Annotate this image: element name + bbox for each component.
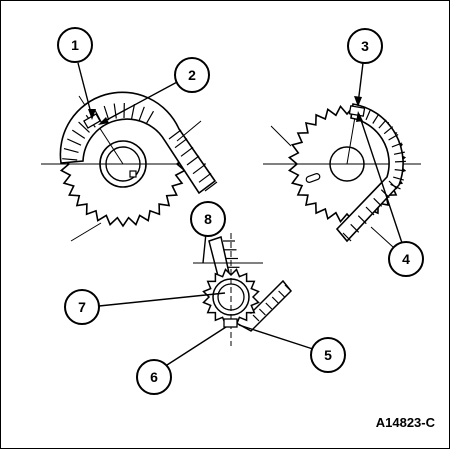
- callout-3-label: 3: [361, 38, 369, 54]
- callout-8: 8: [190, 201, 226, 237]
- chain-link: [278, 290, 286, 298]
- callout-markers: 1 2 3 4 5 6 7: [57, 27, 424, 395]
- chain-link: [372, 113, 380, 124]
- chain-link: [342, 232, 352, 242]
- chain-link: [383, 126, 394, 135]
- leader-6: [166, 326, 227, 366]
- callout-2: 2: [174, 57, 210, 93]
- chain-link: [71, 129, 86, 139]
- right-vertical-centerline: [346, 110, 357, 165]
- chain-link: [284, 284, 292, 292]
- chain-link: [365, 206, 375, 216]
- left-sprocket-keyway: [129, 170, 137, 178]
- crank-timing-mark-link: [223, 318, 238, 328]
- right-left-tick: [270, 125, 292, 147]
- chain-link: [390, 183, 401, 190]
- left-timing-chain: [59, 91, 218, 195]
- callout-5: 5: [310, 337, 346, 373]
- leader-4: [358, 113, 404, 247]
- callout-6-label: 6: [150, 369, 158, 385]
- leader-1: [77, 62, 93, 118]
- chain-link: [265, 302, 273, 310]
- callout-5-label: 5: [324, 347, 332, 363]
- leader-7: [98, 292, 226, 307]
- chain-link: [192, 164, 206, 175]
- left-lower-leader: [70, 222, 102, 242]
- chain-link: [393, 151, 405, 155]
- chain-link: [67, 138, 82, 146]
- right-sprocket-slot: [305, 173, 321, 183]
- leader-2: [100, 80, 180, 124]
- chain-link: [131, 103, 136, 119]
- chain-link: [145, 110, 155, 125]
- callout-7: 7: [64, 289, 100, 325]
- callout-8-label: 8: [204, 211, 212, 227]
- chain-link: [388, 180, 398, 190]
- right-chain-band: [335, 103, 404, 243]
- right-timing-mark-link: [348, 105, 366, 117]
- chain-link: [357, 215, 367, 225]
- callout-6: 6: [136, 359, 172, 395]
- callout-2-label: 2: [188, 67, 196, 83]
- arrow-1: [88, 109, 96, 120]
- callout-4-label: 4: [402, 251, 410, 267]
- callout-1: 1: [57, 27, 93, 63]
- chain-link: [204, 181, 218, 192]
- chain-link: [63, 148, 79, 153]
- chain-link: [391, 142, 403, 148]
- left-timing-mark-link: [83, 113, 101, 129]
- arrow-2: [98, 117, 109, 125]
- chain-link: [180, 146, 194, 157]
- chain-link: [103, 105, 110, 121]
- chain-link: [113, 103, 117, 119]
- chain-link: [198, 172, 212, 183]
- chain-link: [62, 158, 78, 161]
- callout-4: 4: [388, 241, 424, 277]
- chain-link: [393, 176, 404, 181]
- callout-7-label: 7: [78, 299, 86, 315]
- right-chain-guide-line: [370, 226, 394, 248]
- chain-link: [174, 138, 188, 149]
- arrow-4: [356, 111, 363, 122]
- chain-link: [252, 314, 260, 322]
- chain-link: [378, 119, 387, 129]
- chain-link: [373, 197, 383, 207]
- right-timing-chain: [335, 103, 406, 248]
- callout-arrowheads: [88, 96, 363, 125]
- arrow-3: [354, 96, 362, 107]
- leader-8: [202, 232, 207, 264]
- chain-link: [186, 155, 200, 166]
- chain-link: [394, 169, 406, 172]
- chain-link: [365, 109, 371, 121]
- crankshaft-sprocket: [193, 233, 293, 346]
- leader-5: [238, 324, 320, 352]
- chain-link: [138, 106, 145, 122]
- chain-link: [388, 133, 399, 141]
- chain-link: [168, 129, 182, 140]
- figure-id-label: A14823-C: [375, 415, 435, 430]
- left-chain-links: [62, 102, 218, 192]
- chain-link: [271, 296, 279, 304]
- chain-link: [258, 308, 266, 316]
- chain-link: [78, 121, 90, 133]
- callout-1-label: 1: [71, 37, 79, 53]
- left-chain-guide-line: [176, 120, 202, 142]
- chain-link: [394, 160, 406, 163]
- chain-link: [350, 223, 360, 233]
- callout-3: 3: [347, 28, 383, 64]
